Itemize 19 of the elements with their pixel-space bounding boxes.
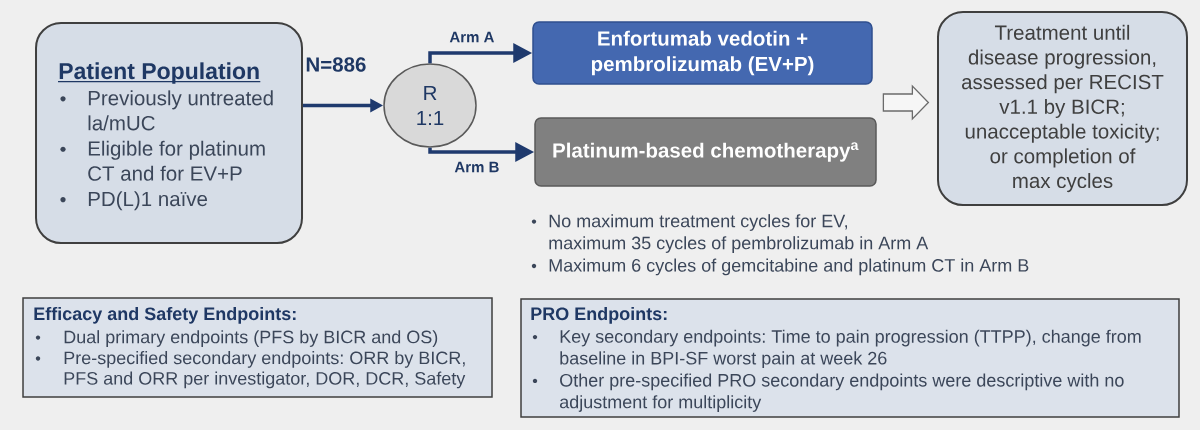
bullet-text: Key secondary endpoints: Time to pain progression (TTPP), change from baseline in BPI-SF worst pain at week 26: [560, 329, 1141, 369]
process-box: Enfortumab vedotin + pembrolizumab (EV+P): [532, 21, 873, 85]
bullet-text: Dual primary endpoints (PFS by BICR and OS): [64, 330, 438, 347]
bullet-text: Eligible for platinum CT and for EV+P: [88, 140, 265, 181]
block-arrow: [882, 84, 930, 121]
ellipse-node: R 1:1: [383, 63, 477, 148]
bullet-text: PD(L)1 naïve: [88, 191, 208, 211]
note-text: Maximum 6 cycles of gemcitabine and platinum CT in Arm B: [549, 258, 1029, 276]
bullet-text: Other pre-specified PRO secondary endpoints were descriptive with no adjustment for multiplicity: [560, 373, 1124, 412]
box-heading: Patient Population: [57, 62, 261, 84]
edge-label: Arm B: [452, 160, 501, 174]
box-heading: PRO Endpoints:: [531, 306, 667, 324]
bullet-text: Previously untreated la/mUC: [88, 90, 273, 131]
note-text: No maximum treatment cycles for EV, maximum 35 cycles of pembrolizumab in Arm A: [549, 214, 929, 253]
box-heading: Efficacy and Safety Endpoints:: [34, 306, 296, 324]
bullet-text: Pre-specified secondary endpoints: ORR by BICR, PFS and ORR per investigator, DOR, DCR, Safety: [64, 351, 466, 389]
process-box: Platinum-based chemotherapy$^{a}$: [534, 117, 877, 187]
edge-label: Arm A: [447, 30, 496, 44]
rounded-box: Treatment until disease progression, assessed per RECIST v1.1 by BICR; unacceptable toxicity; or completion of max cycles: [937, 11, 1188, 206]
